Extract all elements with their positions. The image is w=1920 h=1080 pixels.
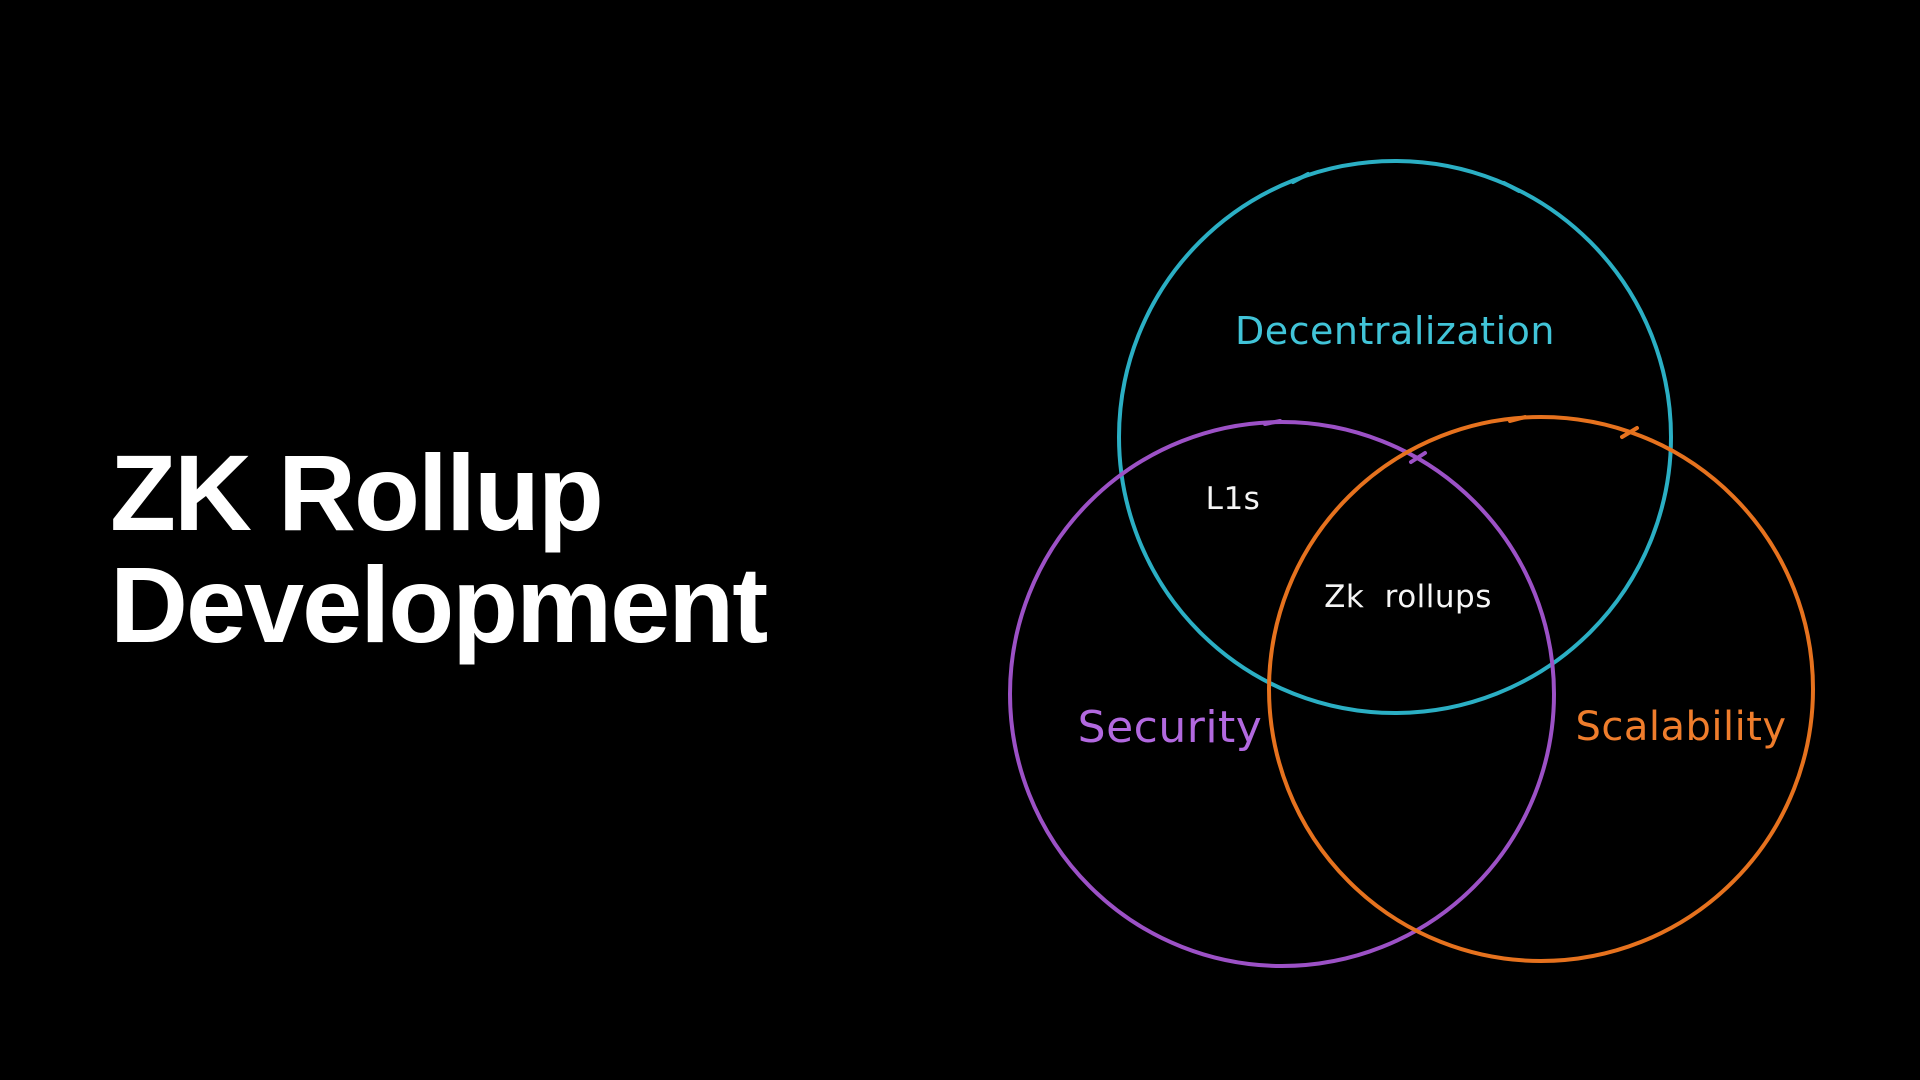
security-label: Security <box>1078 702 1263 753</box>
sketch-tick <box>1263 419 1282 426</box>
zk-rollups-center-label: Zk rollups <box>1324 579 1492 615</box>
scalability-label: Scalability <box>1575 704 1786 750</box>
decentralization-circle <box>1117 159 1673 715</box>
sketch-tick <box>1620 426 1639 439</box>
scalability-circle-outline <box>1267 415 1815 963</box>
slide-title-line-1: ZK Rollup <box>110 432 604 553</box>
security-circle <box>1008 419 1556 968</box>
sketch-tick <box>1409 451 1427 464</box>
sketch-tick <box>1291 172 1310 184</box>
decentralization-circle-outline <box>1117 159 1673 715</box>
sketch-tick <box>1508 415 1527 423</box>
l1s-overlap-label: L1s <box>1206 481 1261 517</box>
scalability-circle <box>1267 415 1815 963</box>
decentralization-label: Decentralization <box>1235 309 1555 353</box>
security-circle-outline <box>1008 420 1556 968</box>
slide-title-line-2: Development <box>110 544 768 665</box>
sketch-tick <box>1502 181 1521 193</box>
slide-title: ZK Rollup Development <box>110 432 768 665</box>
